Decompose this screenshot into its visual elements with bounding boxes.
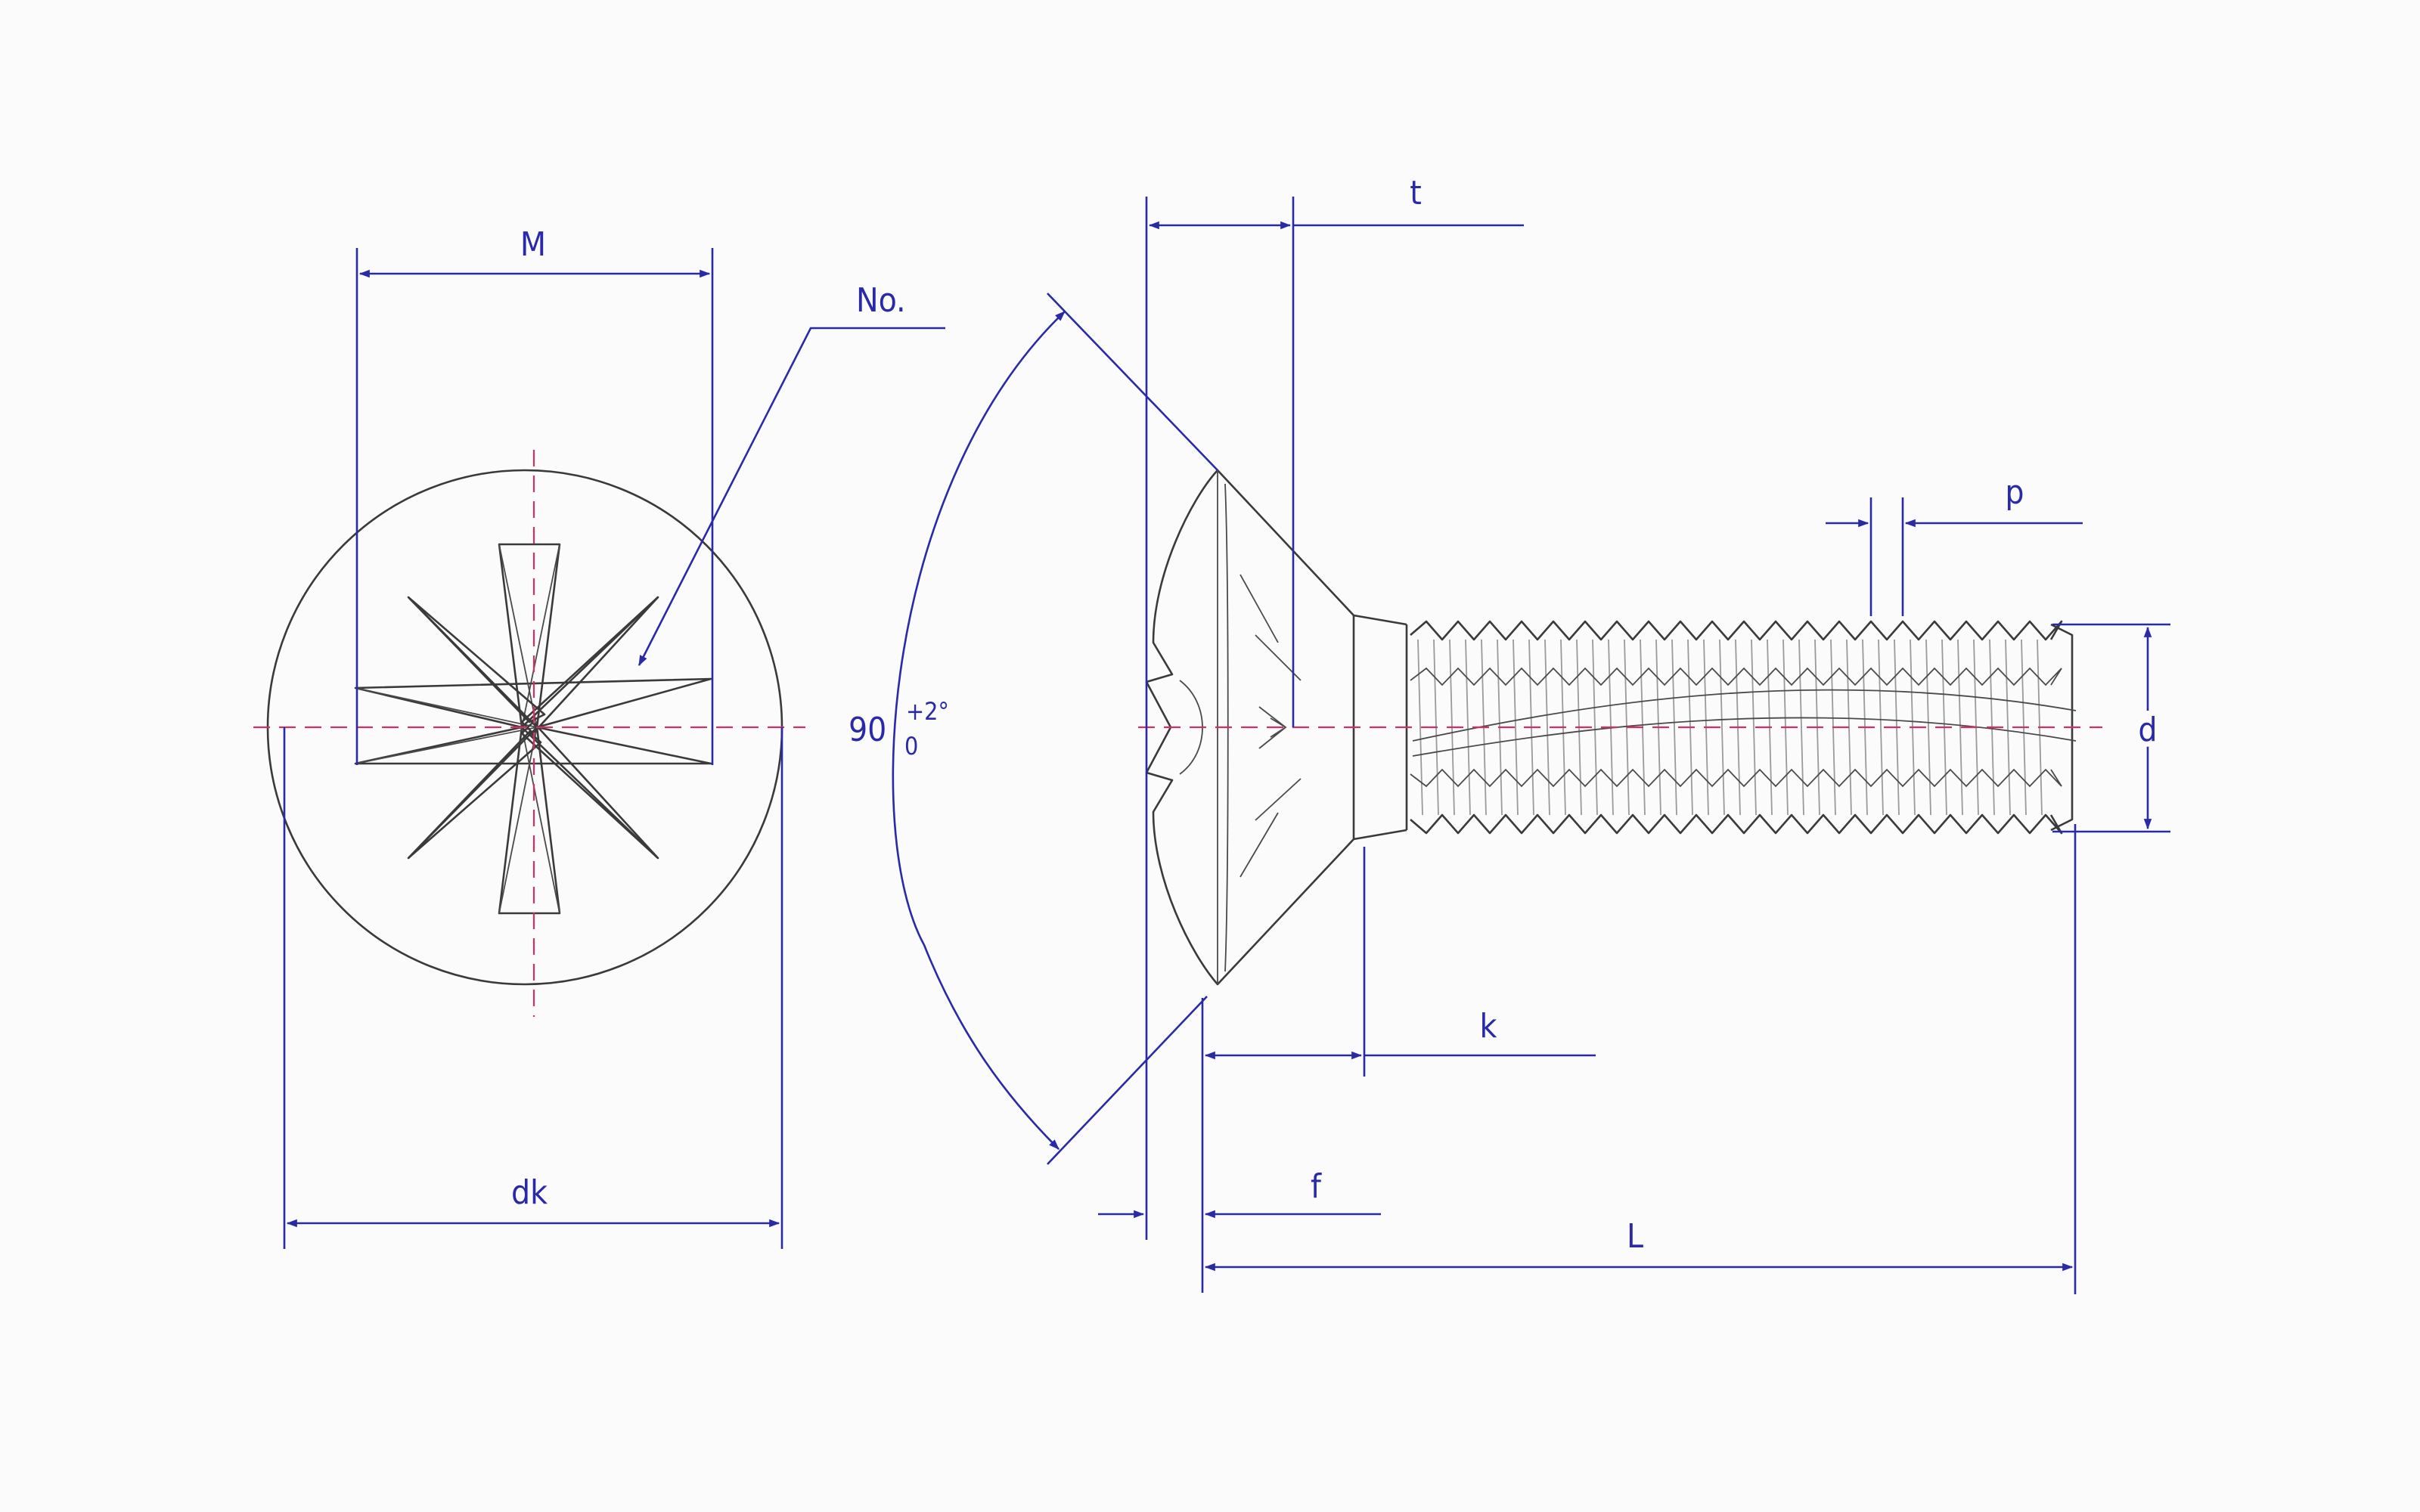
recess-drive <box>354 543 712 915</box>
label-no: No. <box>856 281 906 320</box>
label-k: k <box>1480 1007 1497 1046</box>
thread-flank <box>1671 639 1677 816</box>
screw-side-view: t 90 +2° 0 p d d k f L <box>849 174 2170 1294</box>
thread-flank <box>1798 639 1804 816</box>
label-t: t <box>1410 174 1422 212</box>
head-top-view: M No. dk <box>253 225 945 1249</box>
label-angle-tol-lower: 0 <box>904 732 918 761</box>
label-f: f <box>1311 1167 1322 1206</box>
thread-flank <box>1719 639 1725 816</box>
label-angle: 90 <box>849 711 886 749</box>
thread-flank <box>1957 639 1963 816</box>
label-dk: dk <box>511 1173 548 1212</box>
label-M: M <box>520 225 546 264</box>
thread-flank <box>1417 639 1423 816</box>
leader-no <box>638 327 945 667</box>
thread-flank <box>1751 639 1757 816</box>
thread-flank <box>1925 639 1931 816</box>
thread-flank <box>1544 639 1550 816</box>
head-profile <box>1145 469 1355 986</box>
label-p: p <box>2005 473 2024 512</box>
thread-flank <box>1592 639 1598 816</box>
label-L: L <box>1627 1217 1643 1256</box>
thread-flank <box>1465 639 1471 816</box>
thread-flank <box>1512 639 1519 816</box>
label-d-text: d <box>2138 711 2157 749</box>
thread-flank <box>1878 639 1884 816</box>
label-angle-tol-upper: +2° <box>906 697 949 726</box>
thread-flank <box>2005 639 2011 816</box>
dim-arc-angle <box>892 311 1065 1149</box>
